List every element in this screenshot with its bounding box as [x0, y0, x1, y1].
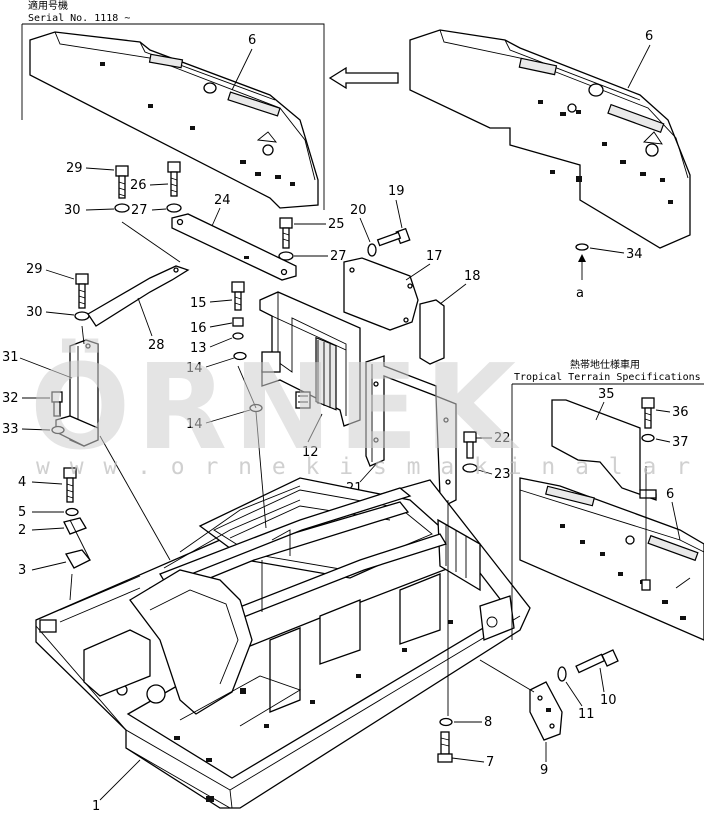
bracket-24 — [171, 213, 297, 281]
callout-14a: 14 — [186, 361, 203, 376]
bolt-4 — [63, 467, 77, 503]
callout-10: 10 — [600, 693, 617, 708]
tropical-label: Tropical Terrain Specifications Spec — [514, 372, 704, 383]
revolving-frame-1 — [35, 477, 531, 809]
callout-24: 24 — [214, 193, 231, 208]
bolt-22 — [463, 431, 477, 459]
washer-37 — [641, 433, 655, 443]
callout-17: 17 — [426, 249, 443, 264]
callout-29b: 29 — [26, 262, 43, 277]
bolt-25 — [279, 217, 293, 249]
bolt-29a — [115, 165, 129, 199]
nut-16 — [232, 317, 244, 327]
washer-5 — [65, 507, 79, 517]
counterweight-old — [409, 29, 691, 249]
callout-8: 8 — [484, 715, 492, 730]
callout-1: 1 — [92, 799, 100, 813]
callout-6a: 6 — [248, 33, 256, 48]
callout-11: 11 — [578, 707, 595, 722]
callout-6c: 6 — [666, 487, 674, 502]
bolt-36 — [641, 397, 655, 429]
arrow-a-top: a — [576, 286, 584, 301]
callout-2: 2 — [18, 523, 26, 538]
tropical-jp-label: 熱帯地仕様車用 — [570, 358, 640, 371]
callout-13: 13 — [190, 341, 207, 356]
callout-35: 35 — [598, 387, 615, 402]
washer-14a — [233, 351, 247, 361]
callout-18: 18 — [464, 269, 481, 284]
callout-34: 34 — [626, 247, 643, 262]
callout-20: 20 — [350, 203, 367, 218]
callout-27b: 27 — [330, 249, 347, 264]
callout-5: 5 — [18, 505, 26, 520]
washer-30a — [114, 203, 130, 213]
callout-12: 12 — [302, 445, 319, 460]
bolt-19 — [376, 227, 411, 247]
callout-29a: 29 — [66, 161, 83, 176]
callout-14b: 14 — [186, 417, 203, 432]
washer-27b — [278, 251, 294, 261]
counterweight-new — [29, 31, 319, 209]
watermark-brand: ÖRNEK — [30, 338, 522, 476]
bolt-32 — [51, 391, 63, 417]
washer-34 — [575, 243, 589, 251]
plate-9 — [529, 681, 563, 741]
bolt-15 — [231, 281, 245, 311]
tropical-inset: 熱帯地仕様車用 Tropical Terrain Specifications … — [511, 358, 704, 641]
callout-36: 36 — [672, 405, 689, 420]
callout-9: 9 — [540, 763, 548, 778]
washer-8 — [439, 717, 453, 727]
direction-arrow — [328, 66, 399, 90]
spacer-13 — [232, 332, 244, 340]
callout-19: 19 — [388, 184, 405, 199]
serial-inset: 適用号機 Serial No. 1118 ~ 6 — [21, 0, 325, 210]
callout-30a: 30 — [64, 203, 81, 218]
serial-jp-label: 適用号機 — [28, 0, 68, 12]
callout-15: 15 — [190, 296, 207, 311]
washer-20 — [367, 243, 377, 257]
callout-3: 3 — [18, 563, 26, 578]
watermark: ÖRNEK w w w . o r n e k i s m a k i n a … — [30, 338, 704, 480]
bracket-28 — [87, 265, 190, 327]
washer-14b — [249, 403, 263, 413]
callout-25: 25 — [328, 217, 345, 232]
hose-line — [179, 485, 301, 553]
washer-33 — [51, 425, 65, 435]
washer-30b — [74, 311, 90, 321]
serial-label: Serial No. 1118 ~ — [28, 13, 130, 24]
callout-23: 23 — [494, 467, 511, 482]
callout-27a: 27 — [131, 203, 148, 218]
bolt-7 — [437, 731, 453, 763]
callout-28: 28 — [148, 338, 165, 353]
washer-23 — [462, 463, 478, 473]
bolt-10 — [575, 649, 619, 674]
plate-2 — [63, 517, 87, 535]
callout-32: 32 — [2, 391, 19, 406]
callout-37: 37 — [672, 435, 689, 450]
washer-27a — [166, 203, 182, 213]
bolt-26 — [167, 161, 181, 197]
callout-7: 7 — [486, 755, 494, 770]
callout-26: 26 — [130, 178, 147, 193]
callout-33: 33 — [2, 422, 19, 437]
callout-30b: 30 — [26, 305, 43, 320]
watermark-url: w w w . o r n e k i s m a k i n a l a r … — [36, 454, 704, 480]
callout-31: 31 — [2, 350, 19, 365]
cover-17 — [343, 257, 419, 331]
callout-6b: 6 — [645, 29, 653, 44]
callout-22: 22 — [494, 431, 511, 446]
valve-frame-12 — [259, 291, 361, 427]
cover-18 — [419, 299, 445, 365]
callout-4: 4 — [18, 475, 26, 490]
bolt-29b — [75, 273, 89, 309]
washer-11 — [557, 666, 567, 682]
callout-16: 16 — [190, 321, 207, 336]
